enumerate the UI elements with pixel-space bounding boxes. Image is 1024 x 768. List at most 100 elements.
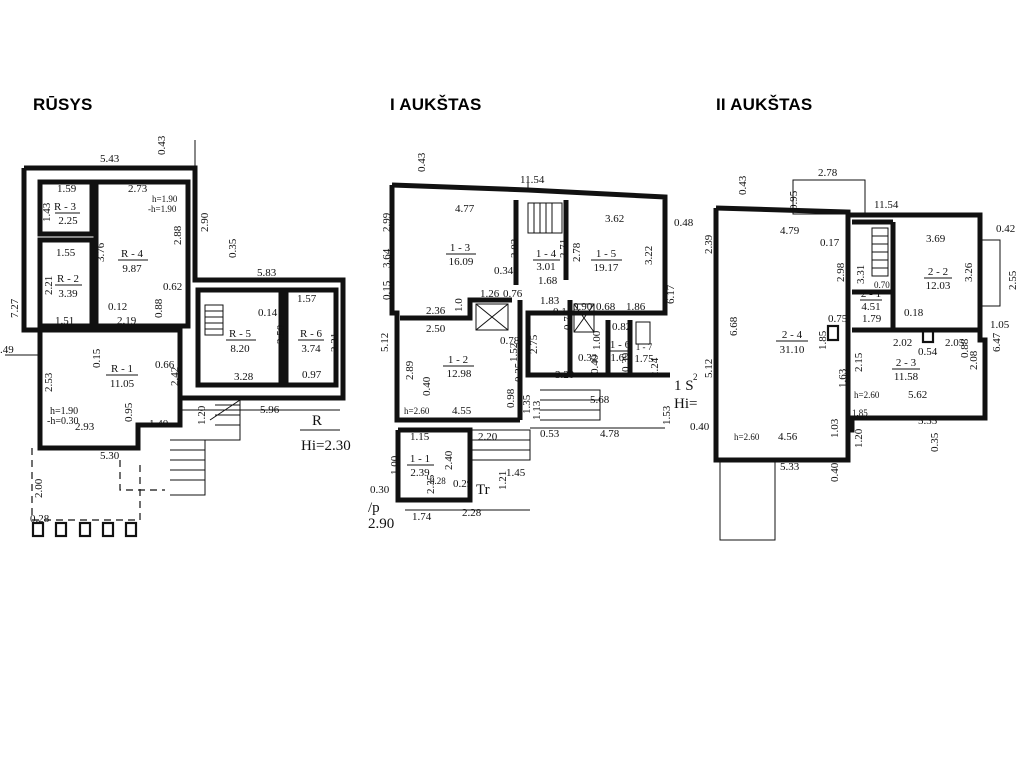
dim-label: 5.12 (703, 359, 715, 378)
second-floor-plan: 2 - 4 31.10 2 - 1 4.51 2 - 2 12.03 2 - 3… (690, 167, 1019, 541)
dim-label: 3.03 (509, 238, 521, 258)
dim-label: 2.39 (703, 234, 715, 254)
dim-label: 0.82 (612, 321, 631, 333)
room-area: 12.03 (926, 280, 951, 292)
dim-label: 2.35 (425, 474, 437, 494)
room-1-1-walls (395, 427, 473, 503)
dim-label: 2.31 (329, 333, 341, 352)
room-area: 3.01 (536, 261, 555, 273)
dim-label: 0.28 (430, 476, 446, 486)
room-r6-walls (283, 287, 339, 388)
dim-label: 1.74 (412, 511, 432, 523)
room-r2-walls (37, 237, 95, 329)
dim-label: 0.40 (589, 354, 601, 374)
note-hi: Hi=2.30 (301, 438, 351, 454)
dim-label: 2.36 (426, 305, 446, 317)
dim-label: 2.53 (43, 372, 55, 392)
dim-label: 0.78 (500, 335, 520, 347)
room-code: 1 - 1 (410, 453, 430, 465)
note-p: /p (368, 500, 380, 516)
dim-label: 1.13 (531, 400, 543, 420)
dim-label: 1.85 (817, 330, 829, 350)
dim-label: 0.43 (156, 135, 168, 155)
dim-label: 0.97 (302, 369, 322, 381)
room-area: 11.58 (894, 371, 919, 383)
dim-label: 2.28 (462, 507, 482, 519)
dim-label: 2.78 (818, 167, 838, 179)
room-area: 4.51 (861, 301, 880, 313)
room-area: 12.98 (447, 368, 472, 380)
room-code: 1 - 5 (596, 248, 617, 260)
dim-label: 2.99 (381, 212, 393, 232)
dim-label: 2.05 (945, 337, 965, 349)
dim-label: 1.52 (508, 343, 520, 362)
dim-label: 0.66 (155, 359, 175, 371)
dim-label: 6.47 (991, 332, 1003, 352)
dim-label: 0.62 (163, 281, 182, 293)
dim-label: 0.40 (829, 462, 841, 482)
room-area: 31.10 (780, 344, 805, 356)
dim-label: 1.83 (540, 295, 560, 307)
title-second-floor: II AUKŠTAS (716, 95, 813, 114)
room-code: R - 4 (121, 248, 144, 260)
dim-label: 5.96 (260, 404, 280, 416)
dim-label: 2.93 (75, 421, 95, 433)
room-area: 9.87 (122, 263, 142, 275)
room-code: 2 - 4 (782, 329, 803, 341)
pillar (124, 521, 138, 538)
dim-label: 1.00 (591, 330, 603, 350)
dim-label: 2.00 (33, 478, 45, 498)
dim-label: 0.30 (370, 484, 390, 496)
room-r3-walls (37, 179, 95, 237)
dim-label: 0.95 (788, 190, 800, 210)
dim-label: 5.33 (780, 461, 800, 473)
dim-label: 4.77 (455, 203, 475, 215)
room-r4-walls (93, 179, 191, 329)
dim-label: 2.19 (117, 315, 137, 327)
basement-plan: R - 3 2.25 R - 2 3.39 R - 4 9.87 R - 1 1… (0, 135, 351, 538)
room-code: R - 3 (54, 201, 77, 213)
first-inner-wall (400, 297, 512, 321)
dim-label: 1.20 (853, 428, 865, 448)
room-code: 1 - 6 (610, 339, 631, 351)
dim-label: 5.35 (918, 415, 938, 427)
room-code: 2 - 2 (928, 266, 948, 278)
dim-label: 0.14 (258, 307, 278, 319)
dim-label: 2.50 (275, 324, 287, 344)
dim-label: 5.30 (100, 450, 120, 462)
dim-label: 2.20 (478, 431, 498, 443)
basement-outer-wall-left (21, 168, 302, 451)
room-area: 8.20 (230, 343, 250, 355)
dim-label: 0.35 (929, 432, 941, 452)
room-area: 3.74 (301, 343, 321, 355)
dim-label: 1.43 (41, 202, 53, 222)
room-code: 1 - 7 (636, 342, 653, 352)
dim-label: 0.32 (578, 352, 597, 364)
dim-label: 1.26 (480, 288, 500, 300)
dim-label: 0.43 (416, 152, 428, 172)
dim-label: h=1.90 (152, 194, 178, 204)
dim-label: 5.68 (590, 394, 610, 406)
room-code: 1 - 4 (536, 248, 557, 260)
dim-label: 3.26 (963, 262, 975, 282)
dim-label: 0.42 (996, 223, 1015, 235)
dim-label: 0.95 (123, 402, 135, 422)
dim-label: 0.53 (540, 428, 560, 440)
room-code: R - 5 (229, 328, 252, 340)
dim-label: 1.21 (497, 471, 509, 490)
dim-label: 1.05 (990, 319, 1010, 331)
room-area: 2.39 (410, 467, 430, 479)
first-stairs (527, 202, 563, 234)
dim-label: 0.34 (494, 265, 514, 277)
dim-label: 0.39 (620, 352, 632, 372)
dim-label: 0.17 (820, 237, 840, 249)
dim-label: 2.08 (968, 350, 980, 370)
dim-label: 2.24 (649, 357, 661, 377)
dim-label: 1.68 (538, 275, 558, 287)
dim-label: 2.55 (1007, 270, 1019, 290)
pillar (54, 521, 68, 538)
dim-label: 0.75 (828, 313, 848, 325)
dim-label: 5.62 (908, 389, 927, 401)
dim-label: 1.15 (410, 431, 430, 443)
